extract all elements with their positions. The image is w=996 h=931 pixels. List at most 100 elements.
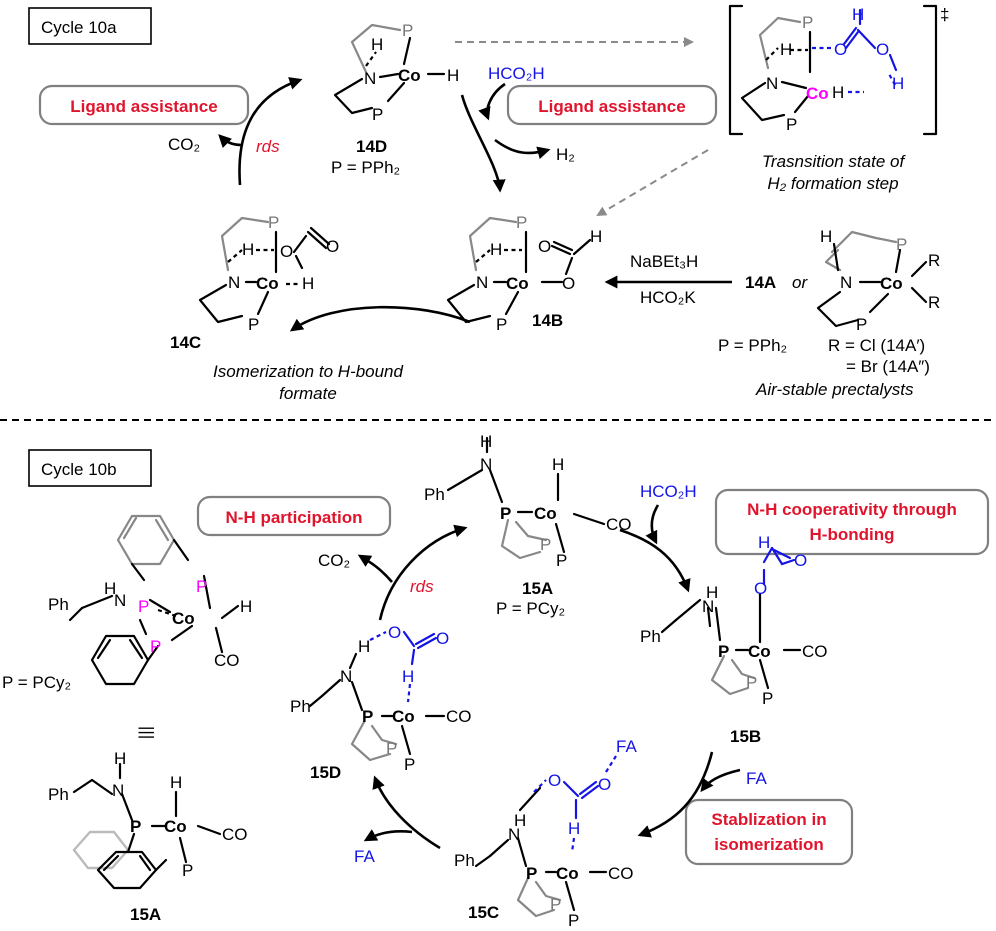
atom-H: H xyxy=(104,579,116,598)
arrow-14B-to-14C xyxy=(289,305,471,332)
atom-H: H xyxy=(114,749,126,768)
atom-P: P xyxy=(150,637,161,656)
atom-P: P xyxy=(248,315,259,334)
arrow-15A-to-15B xyxy=(619,528,691,593)
label-14D: 14D xyxy=(356,137,387,156)
cycle-10a-title-box xyxy=(28,7,152,45)
atom-O: O xyxy=(280,242,293,261)
atom-P: P xyxy=(556,551,567,570)
nh-participation-callout xyxy=(196,495,392,537)
group-ph: Ph xyxy=(454,851,475,870)
group-co: CO xyxy=(214,651,240,670)
label-15B: 15B xyxy=(730,727,761,746)
atom-P: P xyxy=(402,21,413,40)
atom-H: H xyxy=(514,811,526,830)
group-co: CO xyxy=(446,707,472,726)
atom-H: H xyxy=(568,819,580,838)
atom-P: P xyxy=(550,895,561,914)
atom-P: P xyxy=(786,115,797,134)
atom-H: H xyxy=(832,83,844,102)
atom-H: H xyxy=(590,227,602,246)
atom-Co: Co xyxy=(506,274,529,293)
atom-Co: Co xyxy=(398,66,421,85)
bracket-right xyxy=(922,4,938,136)
reagent-hco2h: HCO₂H xyxy=(488,64,545,83)
atom-P: P xyxy=(362,707,373,726)
atom-P: P xyxy=(138,597,149,616)
label-15C: 15C xyxy=(468,903,499,922)
atom-Co: Co xyxy=(534,504,557,523)
group-ph: Ph xyxy=(48,595,69,614)
atom-P: P xyxy=(196,577,207,596)
atom-O: O xyxy=(388,623,401,642)
atom-N: N xyxy=(840,273,852,292)
transition-state: ‡ N P H Co H P H O O H Trasns xyxy=(728,4,949,193)
reagent-co2-10b: CO₂ xyxy=(318,551,350,570)
atom-Co: Co xyxy=(748,642,771,661)
atom-H: H xyxy=(490,240,502,259)
compound-15A-structure-left: P H N Ph P Co H P CO P = PCy₂ ||| xyxy=(2,514,252,924)
atom-P: P xyxy=(404,755,415,774)
group-co: CO xyxy=(802,642,828,661)
reagent-nabet3h: NaBEt₃H xyxy=(630,252,698,271)
atom-N: N xyxy=(112,781,124,800)
label-15A: 15A xyxy=(522,579,553,598)
note-air-stable: Air-stable prectalysts xyxy=(755,380,914,399)
ligand-assistance-label-right: Ligand assistance xyxy=(538,97,685,116)
cycle-10b-title-box xyxy=(28,449,152,487)
arrow-co2-release xyxy=(218,134,243,148)
label-15A-left: 15A xyxy=(130,905,161,924)
reagent-hco2h-10b: HCO₂H xyxy=(640,482,697,501)
atom-H: H xyxy=(240,597,252,616)
arrow-15D-to-15A xyxy=(378,524,468,621)
arrow-co2-release-10b xyxy=(357,554,393,583)
cycle-10a: Cycle 10a Ligand assistance Ligand assis… xyxy=(28,4,949,403)
note-p-pcy2: P = PCy₂ xyxy=(496,599,565,618)
group-ph: Ph xyxy=(48,785,69,804)
note-r-cl: R = Cl (14A′) xyxy=(828,336,925,355)
atom-N: N xyxy=(476,273,488,292)
note-p-pph2: P = PPh₂ xyxy=(331,158,400,177)
atom-H: H xyxy=(242,240,254,259)
bracket-left xyxy=(728,4,744,136)
nh-cooperativity-label-1: N-H cooperativity through xyxy=(747,500,957,519)
compound-14D: N P H Co H P 14D P = PPh₂ xyxy=(331,21,459,177)
atom-P: P xyxy=(802,13,813,32)
atom-Co: Co xyxy=(392,707,415,726)
atom-N: N xyxy=(114,591,126,610)
reagent-fa-out: FA xyxy=(354,847,375,866)
atom-N: N xyxy=(702,597,714,616)
nh-cooperativity-callout xyxy=(714,488,990,556)
reagent-h2: H₂ xyxy=(556,145,575,164)
compound-15D: H N Ph O O H P Co CO P P 15D xyxy=(290,623,472,782)
atom-Co: Co xyxy=(256,274,279,293)
atom-H: H xyxy=(302,274,314,293)
atom-H: H xyxy=(892,74,904,93)
atom-P: P xyxy=(372,105,383,124)
atom-P: P xyxy=(526,864,537,883)
arrow-hco2h-in-10b xyxy=(645,504,660,545)
equivalence-symbol: ||| xyxy=(138,726,157,739)
label-14B: 14B xyxy=(532,311,563,330)
atom-P: P xyxy=(496,315,507,334)
rds-label-10b: rds xyxy=(410,577,434,596)
cycle-10a-title: Cycle 10a xyxy=(41,18,117,37)
atom-Co: Co xyxy=(164,817,187,836)
isomerization-caption-line1: Isomerization to H-bound xyxy=(213,362,403,381)
cycle-10b-title: Cycle 10b xyxy=(41,460,117,479)
nh-cooperativity-label-2: H-bonding xyxy=(810,525,895,544)
arrow-fa-out xyxy=(363,829,413,842)
atom-O: O xyxy=(834,40,847,59)
arrow-h2-out xyxy=(494,138,551,160)
atom-N: N xyxy=(340,667,352,686)
ts-caption-line2: H₂ formation step xyxy=(767,174,898,193)
note-p-pcy2-left: P = PCy₂ xyxy=(2,673,71,692)
atom-Co: Co xyxy=(880,274,903,293)
atom-R: R xyxy=(928,293,940,312)
note-or: or xyxy=(792,273,808,292)
arrow-15B-to-15C xyxy=(637,751,714,838)
atom-P: P xyxy=(516,213,527,232)
atom-P: P xyxy=(182,861,193,880)
atom-H: H xyxy=(780,40,792,59)
